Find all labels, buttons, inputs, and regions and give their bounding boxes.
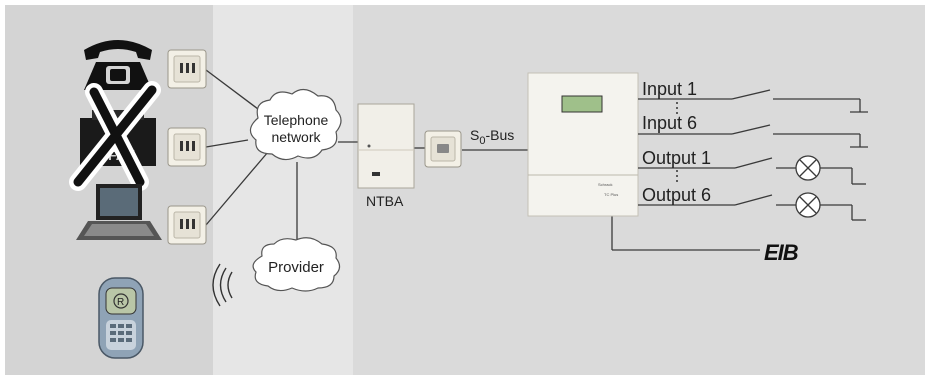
telephone-network-cloud: Telephone network	[249, 88, 342, 161]
ntba-device: NTBA	[357, 103, 415, 209]
socket-icon	[167, 205, 207, 245]
wireless-signal-icon	[212, 263, 233, 307]
controller-display	[561, 95, 603, 113]
input-first-label: Input 1	[642, 79, 697, 99]
output-last-label: Output 6	[642, 185, 711, 205]
mobile-phone-icon: R	[98, 277, 144, 359]
s0-bus-label: S0-Bus	[470, 127, 514, 147]
provider-label: Provider	[268, 259, 324, 276]
telephone-network-label-line1: Telephone	[264, 112, 329, 128]
output-first-label: Output 1	[642, 148, 711, 168]
device-model: TC Plus	[604, 192, 618, 197]
eib-logo: EIB	[764, 240, 799, 265]
ntba-label: NTBA	[366, 193, 404, 209]
phone-key-label: R	[117, 297, 124, 308]
socket-icon	[167, 127, 207, 167]
telephone-network-label-line2: network	[271, 129, 321, 145]
continuation-dots	[676, 102, 678, 182]
panel-network	[213, 5, 353, 375]
cross-out-icon	[69, 81, 161, 191]
device-brand: Schrack	[598, 182, 612, 187]
io-wiring	[638, 89, 868, 221]
panel-installation	[353, 5, 925, 375]
telephone-icon	[84, 40, 152, 90]
lamp-icon	[795, 155, 821, 181]
provider-cloud: Provider	[252, 237, 341, 292]
socket-icon	[167, 49, 207, 89]
laptop-icon	[76, 184, 162, 240]
controller-device: Schrack TC Plus	[527, 72, 639, 217]
input-last-label: Input 6	[642, 113, 697, 133]
lamp-icon	[795, 192, 821, 218]
socket-icon	[424, 130, 462, 168]
